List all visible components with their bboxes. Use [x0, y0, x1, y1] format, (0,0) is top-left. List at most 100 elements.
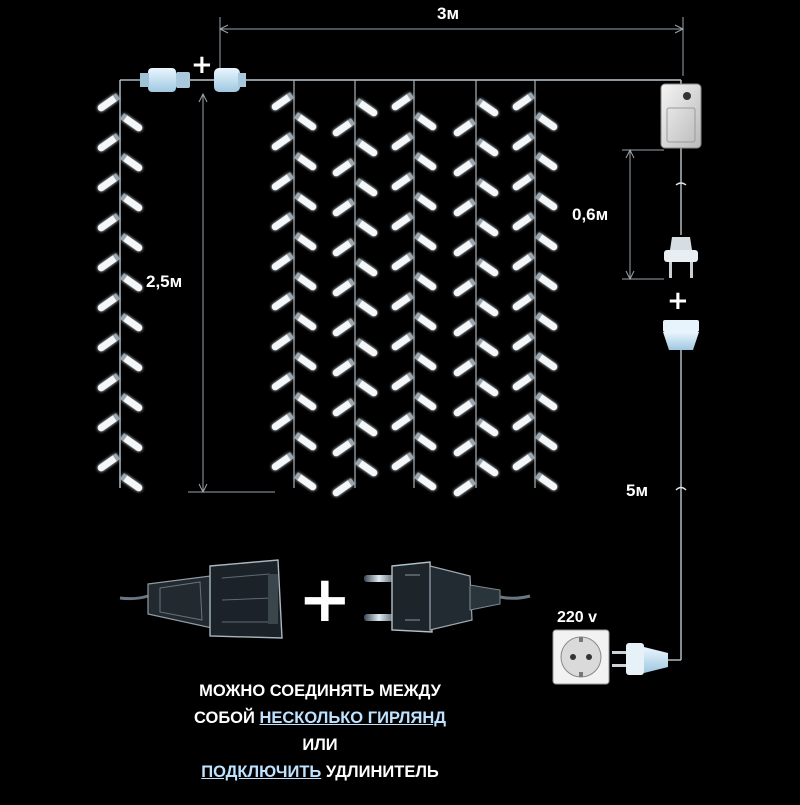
plug-icon [664, 237, 698, 278]
led-bulb-icon [271, 132, 295, 151]
led-bulb-icon [97, 253, 121, 272]
led-bulb-icon [475, 98, 499, 117]
male-connector-left [214, 68, 246, 92]
caption-highlight-garlands: НЕСКОЛЬКО ГИРЛЯНД [259, 709, 447, 727]
led-bulb-icon [534, 272, 558, 291]
wires [119, 79, 687, 661]
led-bulb-icon [453, 158, 477, 177]
led-bulb-icon [271, 452, 295, 471]
led-bulb-icon [119, 273, 143, 292]
led-bulb-icon [293, 392, 317, 411]
caption-line-1: МОЖНО СОЕДИНЯТЬ МЕЖДУ [199, 682, 441, 700]
mains-plug-icon [612, 643, 668, 675]
led-bulb-icon [413, 312, 437, 331]
led-bulb-icon [391, 132, 415, 151]
cable-length-label: 5м [626, 481, 649, 500]
led-bulb-icon [391, 292, 415, 311]
led-bulb-icon [391, 452, 415, 471]
led-bulb-icon [534, 472, 558, 491]
led-bulb-icon [475, 338, 499, 357]
led-bulb-icon [354, 258, 378, 277]
led-bulbs [97, 92, 558, 497]
led-bulb-icon [332, 118, 356, 137]
led-bulb-icon [271, 172, 295, 191]
dimension-lines [188, 17, 685, 494]
led-bulb-icon [119, 433, 143, 452]
caption-line-3: ИЛИ [302, 736, 338, 754]
led-bulb-icon [271, 212, 295, 231]
led-bulb-icon [97, 333, 121, 352]
led-bulb-icon [119, 113, 143, 132]
voltage-label: 220 v [557, 609, 598, 626]
led-bulb-icon [534, 192, 558, 211]
led-bulb-icon [332, 318, 356, 337]
led-bulb-icon [97, 173, 121, 192]
led-bulb-icon [512, 172, 536, 191]
big-female-connector-icon [119, 559, 283, 639]
led-strands [293, 80, 536, 488]
led-bulb-icon [534, 112, 558, 131]
led-bulb-icon [332, 238, 356, 257]
led-bulb-icon [271, 372, 295, 391]
led-bulb-icon [354, 378, 378, 397]
caption-highlight-connect: ПОДКЛЮЧИТЬ [201, 763, 322, 781]
led-bulb-icon [332, 478, 356, 497]
led-bulb-icon [354, 178, 378, 197]
led-bulb-icon [453, 478, 477, 497]
led-bulb-icon [354, 98, 378, 117]
led-bulb-icon [391, 172, 415, 191]
led-bulb-icon [453, 118, 477, 137]
led-bulb-icon [413, 152, 437, 171]
led-bulb-icon [271, 92, 295, 111]
led-bulb-icon [391, 212, 415, 231]
led-bulb-icon [413, 352, 437, 371]
led-bulb-icon [97, 453, 121, 472]
led-bulb-icon [475, 178, 499, 197]
led-bulb-icon [534, 152, 558, 171]
led-bulb-icon [413, 472, 437, 491]
height-label: 2,5м [146, 272, 183, 291]
led-bulb-icon [512, 452, 536, 471]
led-bulb-icon [332, 438, 356, 457]
caption-text: МОЖНО СОЕДИНЯТЬ МЕЖДУ СОБОЙ НЕСКОЛЬКО ГИ… [120, 678, 520, 786]
mains-female-connector [663, 320, 699, 350]
led-bulb-icon [332, 398, 356, 417]
led-bulb-icon [512, 252, 536, 271]
led-bulb-icon [512, 412, 536, 431]
led-bulb-icon [332, 358, 356, 377]
led-bulb-icon [475, 298, 499, 317]
caption-line-4: ПОДКЛЮЧИТЬ УДЛИНИТЕЛЬ [120, 759, 520, 786]
led-bulb-icon [119, 193, 143, 212]
led-bulb-icon [354, 298, 378, 317]
led-bulb-icon [293, 192, 317, 211]
led-bulb-icon [453, 318, 477, 337]
led-bulb-icon [354, 218, 378, 237]
led-bulb-icon [391, 332, 415, 351]
led-bulb-icon [534, 312, 558, 331]
led-bulb-icon [475, 418, 499, 437]
controller-icon [660, 83, 702, 149]
led-bulb-icon [512, 332, 536, 351]
caption-line-2-prefix: СОБОЙ [193, 709, 260, 727]
led-bulb-icon [453, 398, 477, 417]
led-bulb-icon [293, 472, 317, 491]
led-bulb-icon [512, 132, 536, 151]
led-bulb-icon [391, 92, 415, 111]
led-bulb-icon [332, 158, 356, 177]
led-bulb-icon [354, 458, 378, 477]
led-bulb-icon [354, 138, 378, 157]
led-bulb-icon [475, 138, 499, 157]
led-bulb-icon [453, 198, 477, 217]
led-bulb-icon [293, 432, 317, 451]
led-bulb-icon [512, 92, 536, 111]
led-bulb-icon [534, 392, 558, 411]
led-bulb-icon [475, 378, 499, 397]
led-bulb-icon [534, 232, 558, 251]
led-bulb-icon [512, 212, 536, 231]
plus-icon-right: + [667, 286, 689, 316]
led-bulb-icon [119, 313, 143, 332]
led-bulb-icon [271, 412, 295, 431]
width-label: 3м [437, 4, 460, 23]
